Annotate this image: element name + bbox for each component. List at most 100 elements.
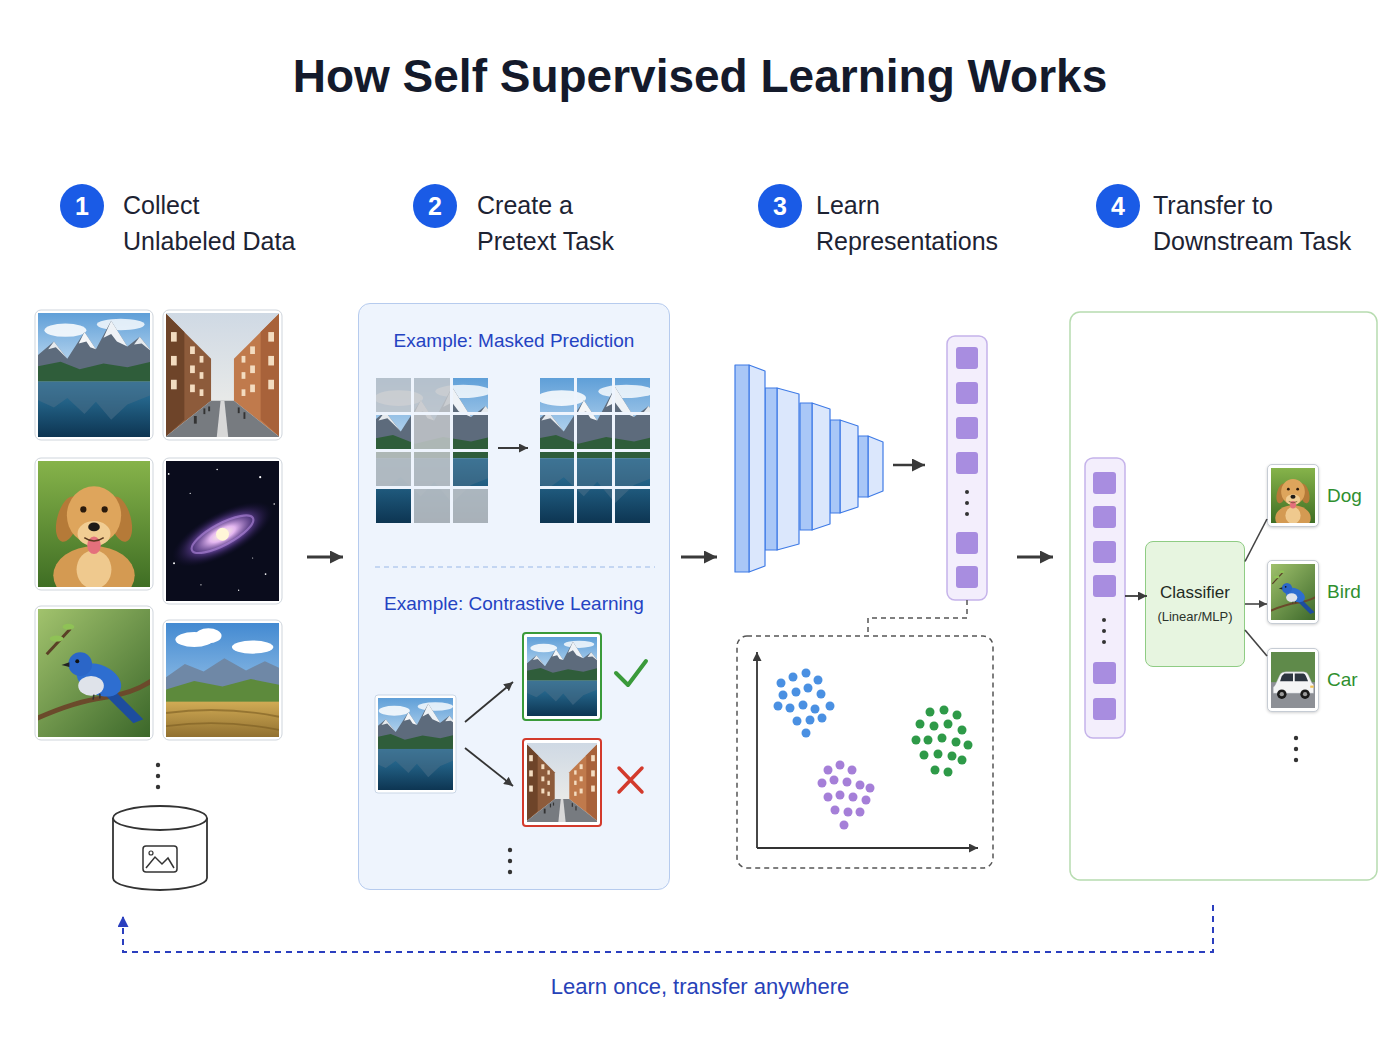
example-title: Example: Masked Prediction bbox=[359, 329, 669, 353]
caption-label: Learn once, transfer anywhere bbox=[0, 973, 1400, 1001]
divider-line bbox=[375, 566, 655, 568]
example-title: Example: Contrastive Learning bbox=[359, 592, 669, 616]
embedding-plot bbox=[952, 738, 961, 747]
masked-grid bbox=[411, 376, 414, 525]
masked-grid bbox=[365, 378, 499, 523]
embedding-plot bbox=[818, 714, 827, 723]
masked-grid bbox=[374, 449, 490, 452]
photo-collage bbox=[163, 310, 282, 440]
masked-grid bbox=[413, 489, 451, 523]
embedding-plot bbox=[916, 720, 925, 729]
embedding-plot bbox=[777, 679, 786, 688]
photo-collage bbox=[163, 620, 282, 740]
step-marker: 3Learn Representations bbox=[758, 184, 1011, 259]
ellipsis-dots bbox=[156, 763, 160, 767]
photo-collage bbox=[35, 310, 287, 741]
database-icon bbox=[113, 806, 207, 890]
masked-grid bbox=[374, 376, 490, 525]
step-heading: Create a Pretext Task bbox=[477, 184, 637, 259]
database-icon bbox=[146, 857, 174, 868]
contrastive-example bbox=[616, 661, 646, 685]
feature-vector bbox=[947, 336, 987, 600]
encoder-network bbox=[858, 436, 868, 497]
embedding-plot bbox=[818, 761, 875, 830]
feature-vector bbox=[1102, 629, 1106, 633]
loop-arrow bbox=[123, 905, 1213, 952]
photo-collage bbox=[37, 313, 151, 437]
encoder-network bbox=[840, 420, 858, 513]
embedding-plot bbox=[944, 768, 953, 777]
masked-grid bbox=[413, 452, 451, 487]
masked-grid bbox=[376, 378, 412, 413]
masked-grid bbox=[413, 378, 451, 413]
embedding-plot bbox=[826, 702, 835, 711]
flow-arrow bbox=[1017, 556, 1053, 559]
flow-arrow bbox=[681, 556, 717, 559]
feature-vector bbox=[1102, 618, 1106, 644]
feature-vector bbox=[956, 417, 978, 439]
embedding-plot bbox=[817, 690, 826, 699]
feature-vector bbox=[956, 566, 978, 588]
masked-grid bbox=[374, 486, 490, 489]
output-image: Bird bbox=[1267, 560, 1319, 624]
embedding-plot bbox=[757, 847, 978, 849]
feature-vector bbox=[956, 347, 978, 588]
feature-vector bbox=[965, 501, 969, 505]
database-icon bbox=[143, 846, 177, 872]
embedding-plot bbox=[964, 741, 973, 750]
step-number: 1 bbox=[60, 184, 104, 228]
output-thumbnail bbox=[1268, 468, 1319, 531]
embedding-plot bbox=[830, 776, 839, 785]
feature-vector bbox=[1093, 472, 1116, 720]
feature-vector bbox=[956, 347, 978, 369]
class-label: Dog bbox=[1327, 484, 1362, 508]
encoder-network bbox=[800, 403, 812, 530]
feature-vector bbox=[965, 490, 969, 516]
embedding-plot bbox=[934, 750, 943, 759]
embedding-plot bbox=[924, 736, 933, 745]
flow-arrow bbox=[307, 465, 1053, 557]
label-area: Learn once, transfer anywhere bbox=[0, 973, 1400, 1001]
step-heading: Collect Unlabeled Data bbox=[123, 184, 308, 259]
photo-collage bbox=[35, 458, 153, 590]
photo-collage bbox=[35, 310, 153, 440]
masked-grid bbox=[450, 376, 453, 525]
photo-collage bbox=[163, 458, 282, 604]
embedding-plot bbox=[840, 821, 849, 830]
ellipsis-dots bbox=[1294, 736, 1298, 740]
encoder-network bbox=[830, 420, 840, 513]
embedding-plot bbox=[774, 702, 783, 711]
encoder-network bbox=[812, 403, 830, 530]
embedding-plot bbox=[920, 751, 929, 760]
embedding-plot bbox=[940, 706, 949, 715]
embedding-plot bbox=[848, 766, 857, 775]
pretext-panel: Example: Masked PredictionExample: Contr… bbox=[358, 303, 670, 890]
embedding-plot bbox=[836, 791, 845, 800]
ellipsis-dots bbox=[156, 763, 160, 789]
step-heading: Learn Representations bbox=[816, 184, 1011, 259]
embedding-plot bbox=[824, 766, 833, 775]
embedding-plot bbox=[938, 734, 947, 743]
database-icon bbox=[113, 818, 207, 890]
reconstructed-grid bbox=[538, 449, 652, 452]
connector bbox=[1245, 630, 1267, 656]
contrastive-example bbox=[523, 739, 601, 826]
output-image: Dog bbox=[1267, 464, 1319, 527]
flow-arrow bbox=[498, 447, 528, 449]
reconstructed-grid bbox=[538, 412, 652, 415]
contrastive-example bbox=[465, 748, 513, 786]
reconstructed-grid bbox=[538, 376, 652, 525]
classifier-subtitle: (Linear/MLP) bbox=[1157, 608, 1232, 626]
diagram-title: How Self Supervised Learning Works bbox=[0, 48, 1400, 104]
embedding-plot bbox=[944, 720, 953, 729]
encoder-network bbox=[777, 388, 799, 550]
embedding-plot bbox=[804, 684, 813, 693]
database-icon bbox=[113, 806, 207, 830]
ellipsis-dots bbox=[508, 870, 512, 874]
connector bbox=[1245, 603, 1267, 605]
step-marker: 4Transfer to Downstream Task bbox=[1096, 184, 1368, 259]
embedding-plot bbox=[737, 636, 993, 868]
